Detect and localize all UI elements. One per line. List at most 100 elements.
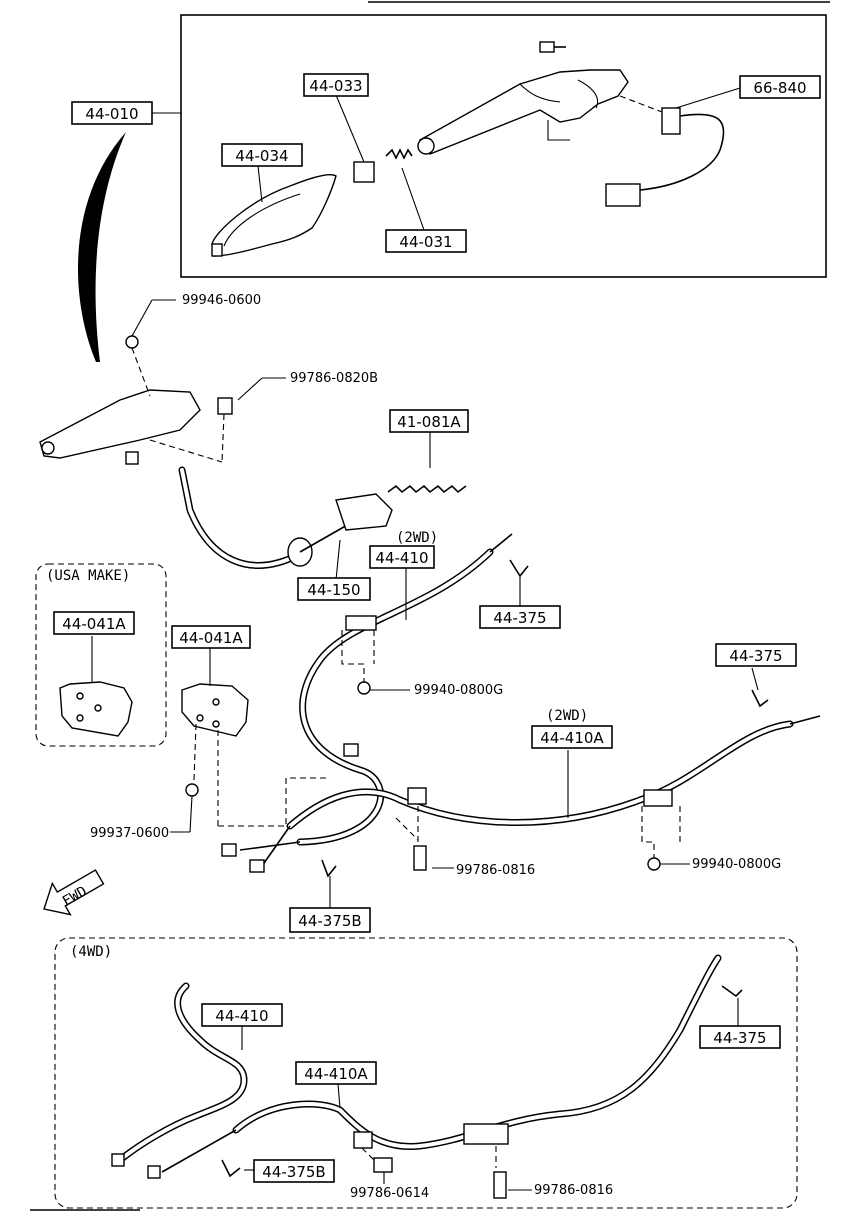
label-44-410-2wd: 44-410 <box>375 549 428 567</box>
clip-44-375-b <box>751 689 769 708</box>
label-99786-0614: 99786-0614 <box>350 1186 429 1201</box>
clip-44-375-a <box>509 559 529 578</box>
leader-44-410A-4wd <box>337 1083 341 1109</box>
main-lever-body <box>39 389 201 459</box>
rear-cables-2wd <box>218 533 821 908</box>
label-99786-0816-b: 99786-0816 <box>534 1183 613 1198</box>
equalizer <box>335 493 393 531</box>
dash-99946 <box>131 347 151 397</box>
label-99940-0800G-b: 99940-0800G <box>692 857 781 872</box>
leader-99937 <box>189 795 193 833</box>
label-44-010: 44-010 <box>85 105 138 123</box>
four-wd-frame <box>54 937 798 1209</box>
cable-end-a <box>239 841 301 851</box>
bolt-99786-0820B <box>217 397 233 415</box>
nut-99940-a <box>357 681 371 695</box>
handle-grip <box>211 174 337 257</box>
handle-grip-edge <box>223 193 301 247</box>
leader-44-150 <box>335 539 341 581</box>
4wd-clip-44-375 <box>721 985 743 998</box>
label-44-375-a: 44-375 <box>493 609 546 627</box>
label-44-041A: 44-041A <box>179 629 243 647</box>
usa-make-group <box>35 563 167 747</box>
switch-wire <box>639 113 725 191</box>
bolt-99786-0816-4wd <box>493 1171 507 1199</box>
label-44-375B-4wd: 44-375B <box>262 1163 325 1181</box>
main-lever-connector <box>125 451 139 465</box>
leader-66-840 <box>675 87 741 109</box>
cable-bracket-a <box>345 615 377 631</box>
inset-arrow <box>77 132 126 362</box>
lever-body <box>418 69 629 155</box>
main-lever <box>39 299 286 465</box>
label-99786-0820B: 99786-0820B <box>290 371 378 386</box>
dash-99937 <box>193 723 197 781</box>
label-44-041A-usa: 44-041A <box>62 615 126 633</box>
leader-99946 <box>131 299 153 337</box>
lever-end <box>417 137 435 155</box>
label-44-375-4wd: 44-375 <box>713 1029 766 1047</box>
bracket-44-041A <box>170 648 249 833</box>
lever-bolt <box>539 41 555 53</box>
fwd-arrow <box>43 869 105 916</box>
label-99946-0600: 99946-0600 <box>182 293 261 308</box>
label-usa-make: (USA MAKE) <box>46 568 130 584</box>
label-2wd-a: (2WD) <box>396 530 438 546</box>
nut-99937 <box>185 783 199 797</box>
inset-frame <box>180 14 827 278</box>
switch-connector <box>605 183 641 207</box>
label-44-410-4wd: 44-410 <box>215 1007 268 1025</box>
switch-dash-leader <box>619 95 663 113</box>
leader-44-034 <box>257 165 263 203</box>
brake-switch <box>661 107 681 135</box>
label-44-410A-2wd: 44-410A <box>540 729 604 747</box>
usa-make-frame <box>35 563 167 747</box>
lever-bracket <box>547 120 570 141</box>
leader-44-031 <box>401 167 425 231</box>
cable-clip-b <box>343 743 359 757</box>
4wd-clip-44-375B <box>221 1159 241 1178</box>
leader-44-375-b <box>751 667 759 691</box>
lever-ratchet <box>577 79 598 109</box>
clip-44-375B <box>321 859 337 878</box>
label-99937-0600: 99937-0600 <box>90 826 169 841</box>
label-44-375B-2wd: 44-375B <box>298 912 361 930</box>
nut-99946 <box>125 335 139 349</box>
cable-44-410A-4wd <box>232 954 722 1151</box>
label-44-031: 44-031 <box>399 233 452 251</box>
label-44-375-b: 44-375 <box>729 647 782 665</box>
leader-44-033 <box>335 94 365 163</box>
front-cable <box>178 432 467 581</box>
button-spring <box>385 148 413 160</box>
lever-assembly-inset <box>151 14 827 278</box>
label-2wd-b: (2WD) <box>546 708 588 724</box>
label-44-150: 44-150 <box>307 581 360 599</box>
label-44-033: 44-033 <box>309 77 362 95</box>
label-4wd: (4WD) <box>70 944 112 960</box>
bolt-99786-0816 <box>413 845 427 871</box>
four-wd-group <box>54 937 798 1209</box>
dash-bolt-b <box>149 439 223 463</box>
fwd-arrow-shape <box>43 869 105 916</box>
label-44-410A-4wd: 44-410A <box>304 1065 368 1083</box>
dash-bolt-a <box>221 413 225 463</box>
label-66-840: 66-840 <box>753 79 806 97</box>
bolt-99786-0614 <box>373 1157 393 1173</box>
push-button <box>353 161 375 183</box>
4wd-clip <box>353 1131 373 1149</box>
label-44-034: 44-034 <box>235 147 288 165</box>
label-99786-0816-a: 99786-0816 <box>456 863 535 878</box>
label-41-081A: 41-081A <box>397 413 461 431</box>
lever-detail <box>519 83 561 103</box>
nut-99940-b <box>647 857 661 871</box>
handle-grip-end <box>211 243 223 257</box>
4wd-bracket <box>463 1123 509 1145</box>
part-labels: 44-010 44-033 44-034 44-031 66-840 99946… <box>46 73 821 1201</box>
leader-99786-0820B <box>237 377 263 401</box>
bracket-body <box>181 683 249 737</box>
cable-bracket-b <box>643 789 673 807</box>
front-cable-body <box>178 466 304 569</box>
return-spring <box>387 484 467 494</box>
main-lever-knob <box>41 441 55 455</box>
